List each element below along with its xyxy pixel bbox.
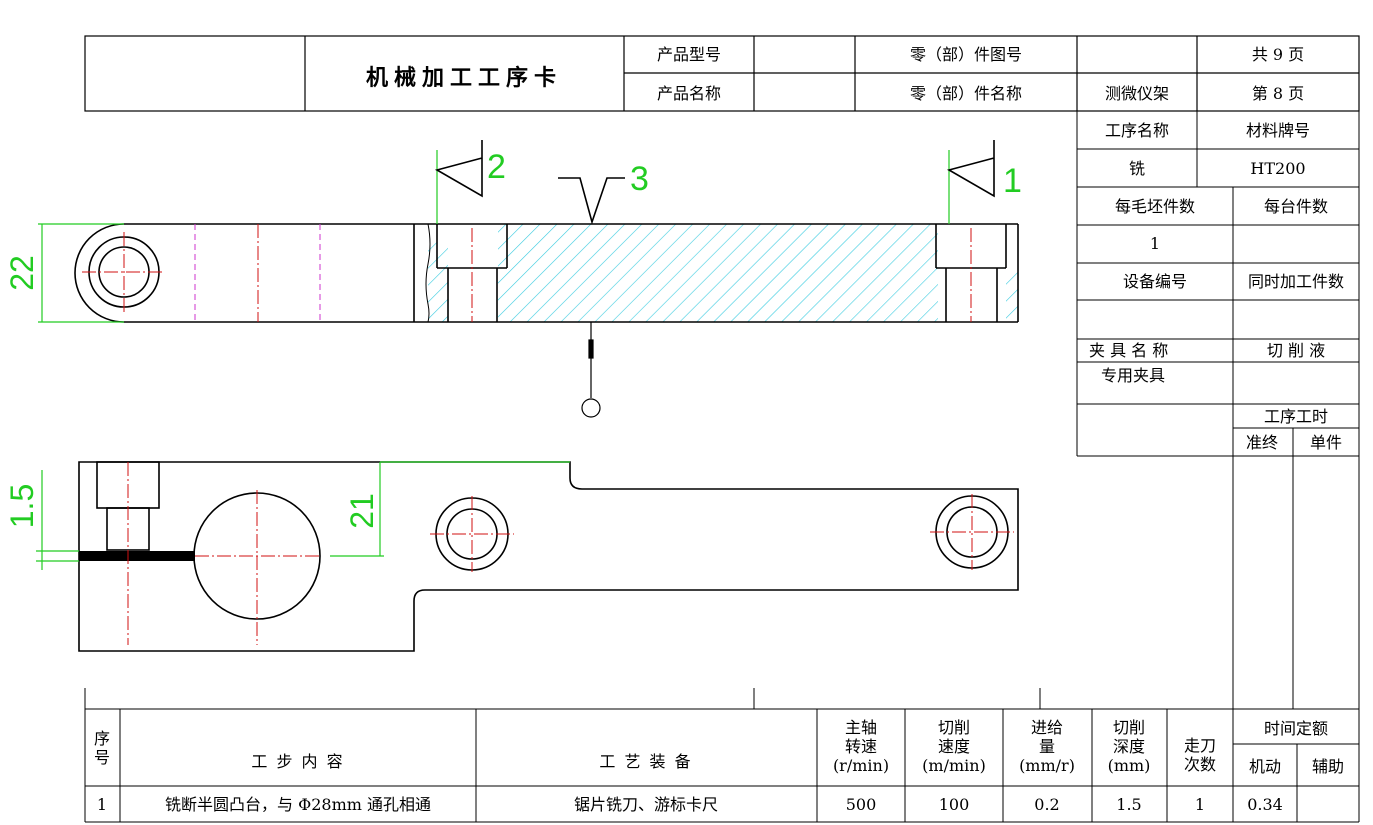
row-1-machine-time: 0.34 <box>1247 795 1283 814</box>
row-1-passes: 1 <box>1194 795 1206 814</box>
material-label: 材料牌号 <box>1245 121 1311 140</box>
part-name-label: 零（部）件名称 <box>909 84 1023 103</box>
process-time-label: 工序工时 <box>1263 407 1329 426</box>
process-name-label: 工序名称 <box>1104 121 1170 140</box>
header-content: 工 步 内 容 <box>251 752 345 771</box>
per-blank-label: 每毛坯件数 <box>1114 197 1196 216</box>
part-name-value: 测微仪架 <box>1104 84 1170 103</box>
per-machine-label: 每台件数 <box>1263 197 1329 216</box>
fixture-label: 夹 具 名 称 <box>1089 341 1169 360</box>
product-name-label: 产品名称 <box>656 84 722 103</box>
header-passes: 走刀次数 <box>1183 736 1217 774</box>
row-1-spindle: 500 <box>845 795 877 814</box>
dimension-22: 22 <box>4 255 40 291</box>
side-panel-grid <box>1076 111 1360 822</box>
process-name-value: 铣 <box>1128 159 1146 178</box>
top-view <box>36 461 1019 652</box>
dimension-21: 21 <box>344 493 380 529</box>
header-cut-depth: 切削深度(mm) <box>1107 718 1151 775</box>
page-title: 机械加工工序卡 <box>365 66 563 91</box>
roughness-symbols <box>434 140 995 225</box>
front-view <box>38 150 1019 323</box>
row-1-depth: 1.5 <box>1116 795 1142 814</box>
process-table-grid <box>84 688 1359 823</box>
header-machine-time: 机动 <box>1248 757 1282 776</box>
page-number: 第 8 页 <box>1251 84 1305 103</box>
prep-time-label: 准终 <box>1245 433 1279 452</box>
dimension-1-5: 1.5 <box>4 483 40 529</box>
roughness-label-3: 3 <box>630 160 649 198</box>
roughness-label-1: 1 <box>1003 162 1022 200</box>
product-model-label: 产品型号 <box>656 45 722 64</box>
header-spindle: 主轴转速(r/min) <box>832 718 890 775</box>
header-feed: 进给量(mm/r) <box>1019 718 1075 775</box>
part-drawing-no-label: 零（部）件图号 <box>909 45 1023 64</box>
total-pages: 共 9 页 <box>1251 45 1305 64</box>
header-grid <box>84 35 1360 112</box>
row-1-seq: 1 <box>96 795 108 814</box>
header-cutting-speed: 切削速度(m/min) <box>922 718 986 775</box>
header-seq: 序号 <box>93 729 110 767</box>
header-equipment: 工 艺 装 备 <box>599 752 693 771</box>
header-time-quota: 时间定额 <box>1263 719 1329 738</box>
row-1-equipment: 锯片铣刀、游标卡尺 <box>573 795 719 814</box>
equipment-no-label: 设备编号 <box>1122 272 1188 291</box>
row-1-content: 铣断半圆凸台，与 Φ28mm 通孔相通 <box>165 795 431 814</box>
per-blank-value: 1 <box>1149 234 1161 253</box>
roughness-label-2: 2 <box>487 148 506 186</box>
row-1-feed: 0.2 <box>1034 795 1060 814</box>
row-1-speed: 100 <box>938 795 970 814</box>
simultaneous-count-label: 同时加工件数 <box>1247 272 1345 291</box>
header-aux-time: 辅助 <box>1311 757 1345 776</box>
material-value: HT200 <box>1250 159 1306 178</box>
fixture-value: 专用夹具 <box>1101 366 1166 385</box>
fixture-symbol <box>581 322 601 418</box>
unit-time-label: 单件 <box>1309 433 1343 452</box>
coolant-label: 切 削 液 <box>1266 341 1326 360</box>
